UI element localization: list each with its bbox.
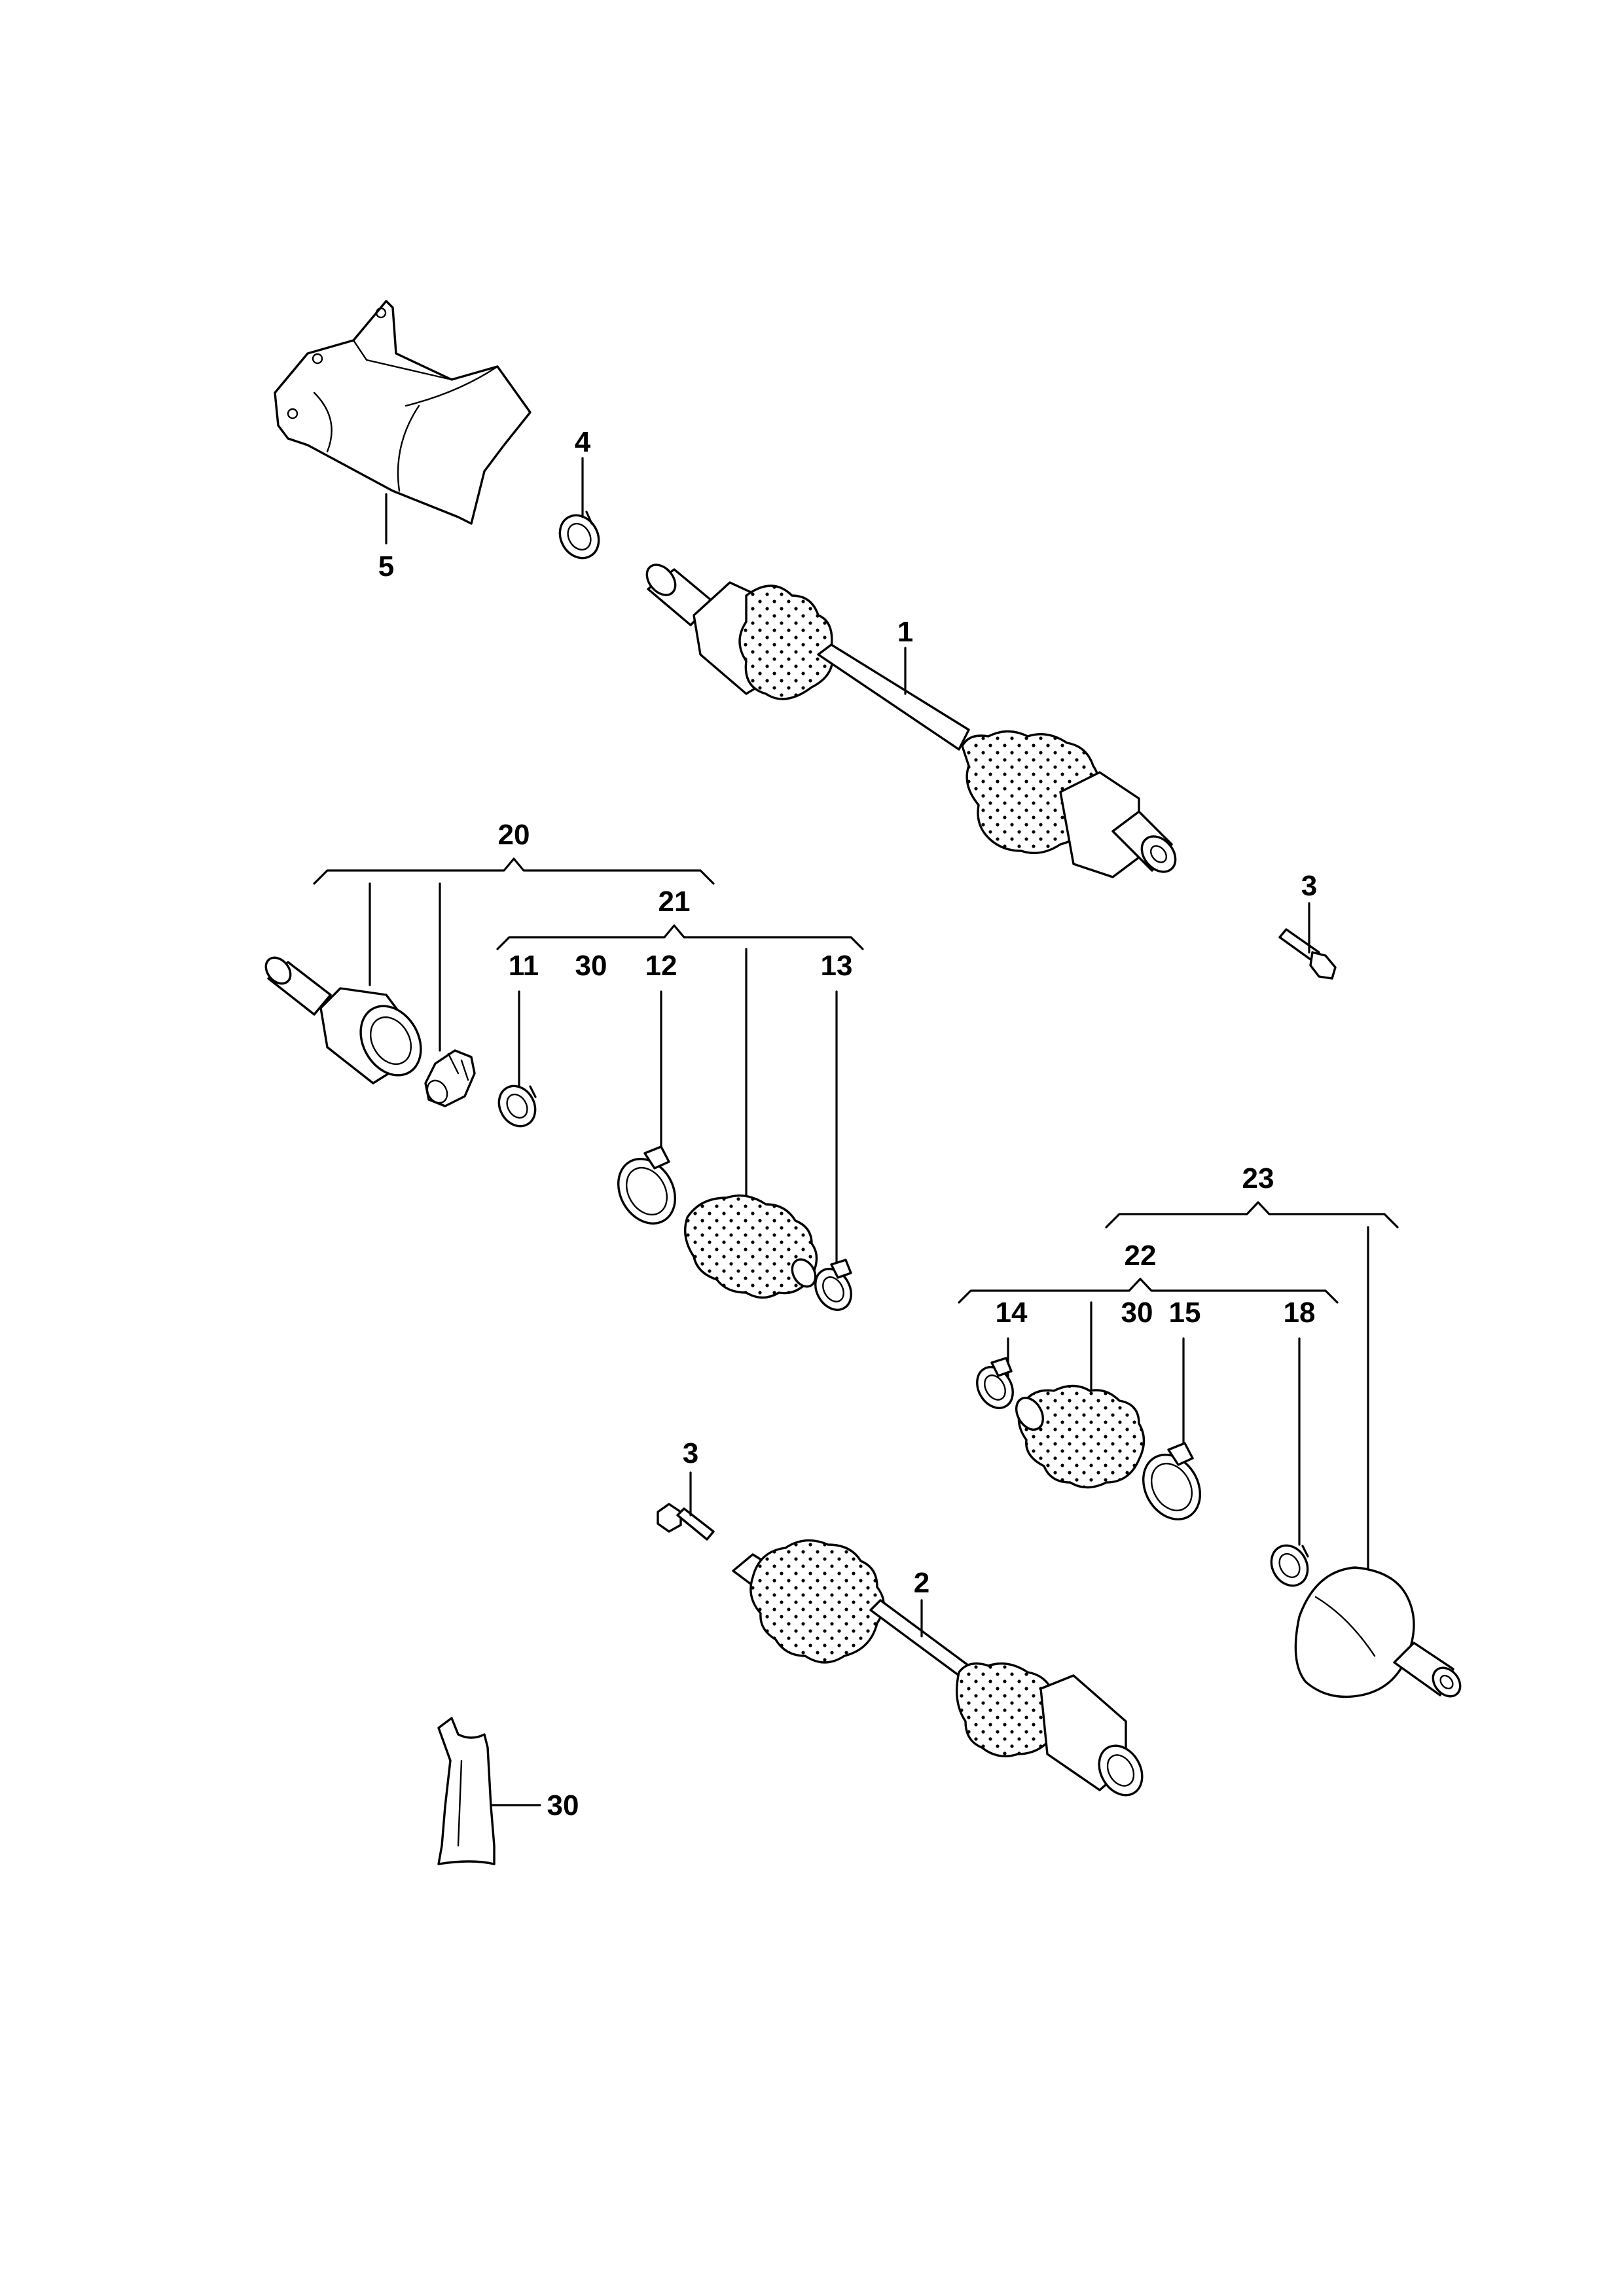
circlip-part-18 bbox=[1270, 1544, 1309, 1587]
label-part-23: 23 bbox=[1242, 1162, 1274, 1194]
label-part-11: 11 bbox=[509, 950, 539, 982]
inner-boot-part bbox=[683, 1194, 818, 1299]
clamp-part-15 bbox=[1142, 1442, 1202, 1520]
outer-boot-part bbox=[1015, 1384, 1146, 1489]
label-part-13: 13 bbox=[821, 950, 853, 982]
heat-shield-part bbox=[274, 300, 532, 525]
label-part-1: 1 bbox=[897, 616, 913, 648]
group-23-bracket bbox=[1105, 1201, 1399, 1579]
drive-shaft-2 bbox=[732, 1539, 1144, 1797]
circlip-part bbox=[558, 511, 600, 560]
label-part-5: 5 bbox=[378, 550, 394, 583]
label-part-15: 15 bbox=[1169, 1297, 1201, 1329]
label-part-2: 2 bbox=[914, 1567, 929, 1599]
label-part-18: 18 bbox=[1284, 1297, 1316, 1329]
label-part-22: 22 bbox=[1125, 1240, 1157, 1272]
grease-tube-part bbox=[437, 1717, 496, 1865]
drive-shaft-1 bbox=[645, 564, 1177, 878]
group-20-bracket bbox=[313, 857, 715, 1052]
inner-joint-part bbox=[264, 956, 422, 1085]
bolt-part-lower bbox=[657, 1503, 715, 1541]
label-part-4: 4 bbox=[575, 426, 591, 458]
label-part-30-a: 30 bbox=[575, 950, 607, 982]
clamp-part-12 bbox=[617, 1145, 677, 1225]
label-part-30-b: 30 bbox=[1121, 1297, 1153, 1329]
clamp-part-14 bbox=[976, 1357, 1014, 1409]
label-part-21: 21 bbox=[659, 886, 691, 918]
group-22-bracket bbox=[958, 1278, 1339, 1546]
circlip-part-11 bbox=[497, 1085, 537, 1128]
bolt-part-upper bbox=[1278, 928, 1337, 980]
label-part-3-lower: 3 bbox=[683, 1437, 698, 1469]
label-part-30-c: 30 bbox=[547, 1789, 579, 1821]
group-21-bracket bbox=[496, 924, 864, 1268]
outer-cv-joint-part bbox=[1294, 1566, 1462, 1698]
label-part-14: 14 bbox=[996, 1297, 1028, 1329]
label-part-20: 20 bbox=[498, 819, 530, 851]
bearing-cage-part bbox=[424, 1049, 476, 1107]
label-part-12: 12 bbox=[645, 950, 677, 982]
clamp-part-13 bbox=[814, 1259, 852, 1311]
label-part-3-upper: 3 bbox=[1301, 870, 1317, 902]
